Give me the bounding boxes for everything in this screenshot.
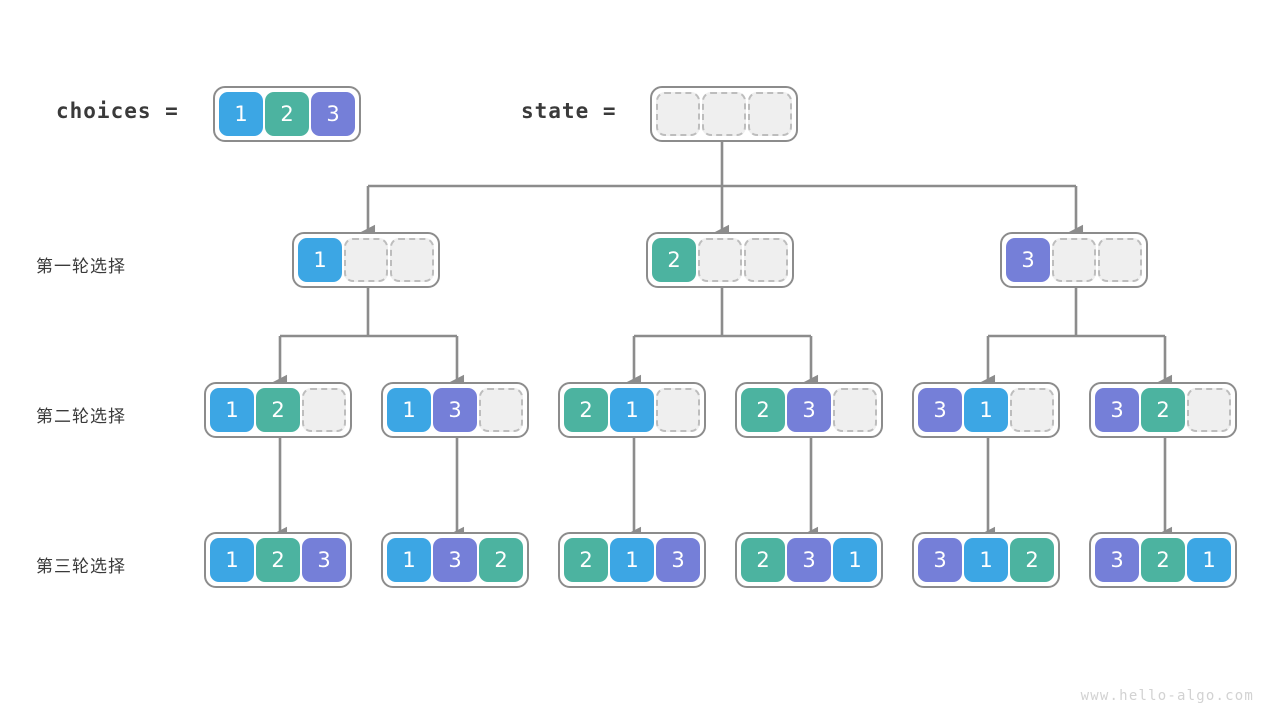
round-1-node-3-cell-0: 3 [1006, 238, 1050, 282]
round-3-node-4-cell-1: 3 [787, 538, 831, 582]
round-3-node-1-cell-2: 3 [302, 538, 346, 582]
state-node-round-1-3: 3 [1000, 232, 1148, 288]
round-3-node-6-cell-2: 1 [1187, 538, 1231, 582]
round-2-node-3-cell-0: 2 [564, 388, 608, 432]
round-1-node-1-cell-2 [390, 238, 434, 282]
round-3-node-1-cell-1: 2 [256, 538, 300, 582]
round-1-node-2-cell-0: 2 [652, 238, 696, 282]
state-label: state = [521, 99, 617, 123]
row-label-round-3: 第三轮选择 [36, 557, 126, 577]
choices-label: choices = [56, 99, 179, 123]
round-2-node-5-cell-0: 3 [918, 388, 962, 432]
round-2-node-1-cell-2 [302, 388, 346, 432]
round-1-node-3-cell-2 [1098, 238, 1142, 282]
round-3-node-3-cell-2: 3 [656, 538, 700, 582]
round-2-node-1-cell-1: 2 [256, 388, 300, 432]
row-label-round-1: 第一轮选择 [36, 257, 126, 277]
round-3-node-5-cell-0: 3 [918, 538, 962, 582]
round-3-node-5-cell-1: 1 [964, 538, 1008, 582]
round-2-node-4-cell-2 [833, 388, 877, 432]
round-3-node-4-cell-2: 1 [833, 538, 877, 582]
round-2-node-1-cell-0: 1 [210, 388, 254, 432]
round-3-node-2-cell-0: 1 [387, 538, 431, 582]
round-3-node-6-cell-0: 3 [1095, 538, 1139, 582]
round-3-node-3-cell-0: 2 [564, 538, 608, 582]
round-3-node-5-cell-2: 2 [1010, 538, 1054, 582]
round-1-node-1-cell-0: 1 [298, 238, 342, 282]
round-3-node-3-cell-1: 1 [610, 538, 654, 582]
round-3-node-2-cell-2: 2 [479, 538, 523, 582]
choices-cell-0: 1 [219, 92, 263, 136]
round-1-node-2-cell-1 [698, 238, 742, 282]
round-2-node-2-cell-1: 3 [433, 388, 477, 432]
round-2-node-2-cell-2 [479, 388, 523, 432]
round-1-node-3-cell-1 [1052, 238, 1096, 282]
round-1-node-2-cell-2 [744, 238, 788, 282]
state-array [650, 86, 798, 142]
round-1-node-1-cell-1 [344, 238, 388, 282]
state-cell-2 [748, 92, 792, 136]
round-3-node-4-cell-0: 2 [741, 538, 785, 582]
choices-cell-2: 3 [311, 92, 355, 136]
round-2-node-6-cell-1: 2 [1141, 388, 1185, 432]
state-cell-1 [702, 92, 746, 136]
round-2-node-6-cell-0: 3 [1095, 388, 1139, 432]
round-2-node-6-cell-2 [1187, 388, 1231, 432]
round-3-node-1-cell-0: 1 [210, 538, 254, 582]
round-2-node-2-cell-0: 1 [387, 388, 431, 432]
round-2-node-4-cell-0: 2 [741, 388, 785, 432]
round-2-node-4-cell-1: 3 [787, 388, 831, 432]
round-2-node-5-cell-1: 1 [964, 388, 1008, 432]
round-2-node-3-cell-1: 1 [610, 388, 654, 432]
choices-cell-1: 2 [265, 92, 309, 136]
state-node-round-1-2: 2 [646, 232, 794, 288]
state-cell-0 [656, 92, 700, 136]
round-3-node-6-cell-1: 2 [1141, 538, 1185, 582]
round-2-node-3-cell-2 [656, 388, 700, 432]
watermark: www.hello-algo.com [1080, 688, 1254, 704]
round-2-node-5-cell-2 [1010, 388, 1054, 432]
row-label-round-2: 第二轮选择 [36, 407, 126, 427]
state-node-round-1-1: 1 [292, 232, 440, 288]
round-3-node-2-cell-1: 3 [433, 538, 477, 582]
